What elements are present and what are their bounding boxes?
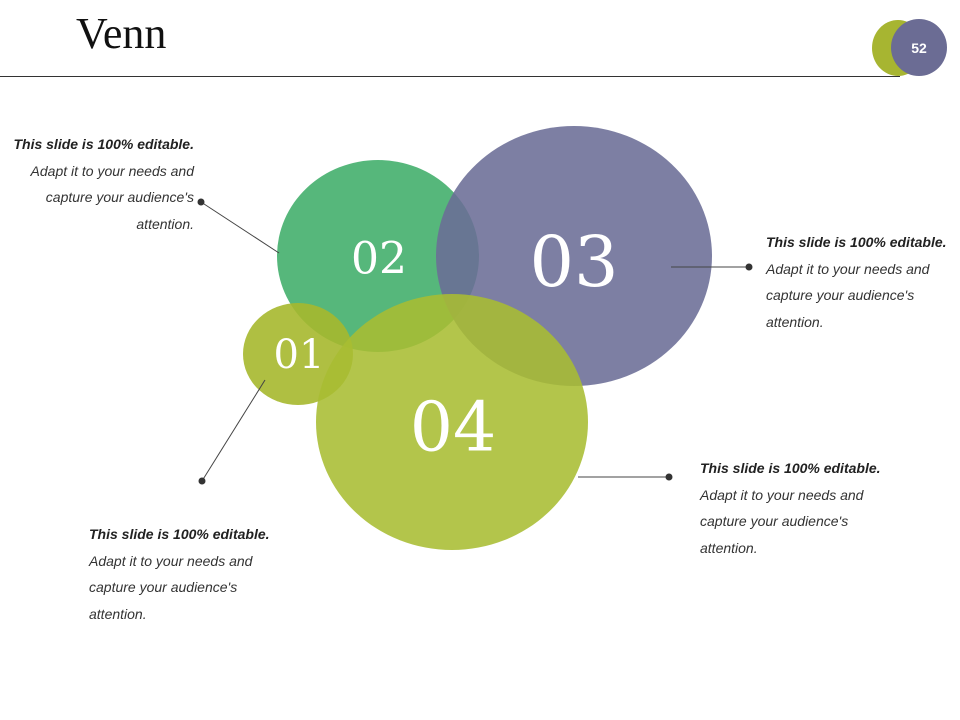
callout-text-line: Adapt it to your needs and [766, 260, 930, 277]
callout-text-line: capture your audience's [766, 287, 915, 303]
connector-dot-02 [197, 198, 205, 206]
callout-heading: This slide is 100% editable. [89, 526, 270, 542]
connector-dot-04 [665, 473, 673, 481]
circle-label-04: 04 [410, 389, 497, 468]
callout-heading: This slide is 100% editable. [700, 460, 881, 476]
callout-03: This slide is 100% editable. Adapt it to… [766, 229, 960, 335]
callout-text-line: capture your audience's [700, 513, 849, 529]
circle-label-02: 02 [351, 234, 407, 285]
connector-dot-03 [745, 263, 753, 271]
callout-02: This slide is 100% editable. Adapt it to… [0, 131, 194, 237]
callout-text-line: Adapt it to your needs and [30, 162, 194, 179]
connector-line-01 [201, 379, 266, 482]
callout-04: This slide is 100% editable. Adapt it to… [700, 455, 940, 561]
connector-line-02 [200, 201, 280, 254]
callout-text-line: Adapt it to your needs and [89, 552, 253, 569]
callout-text-line: attention. [766, 313, 824, 330]
circle-04 [316, 294, 588, 550]
callout-text-line: capture your audience's [89, 579, 238, 595]
circle-label-03: 03 [529, 221, 618, 303]
connector-dot-01 [198, 477, 206, 485]
callout-heading: This slide is 100% editable. [766, 234, 947, 250]
circle-label-01: 01 [274, 332, 325, 378]
callout-text-line: Adapt it to your needs and [700, 486, 864, 503]
title-divider [0, 76, 900, 77]
callout-text-line: capture your audience's [45, 189, 194, 205]
callout-text-line: attention. [136, 215, 194, 232]
page-number-badge: 52 [891, 19, 947, 76]
callout-text-line: attention. [700, 539, 758, 556]
callout-01: This slide is 100% editable. Adapt it to… [89, 521, 329, 627]
slide-title: Venn [76, 9, 167, 58]
callout-heading: This slide is 100% editable. [13, 136, 194, 152]
callout-text-line: attention. [89, 605, 147, 622]
